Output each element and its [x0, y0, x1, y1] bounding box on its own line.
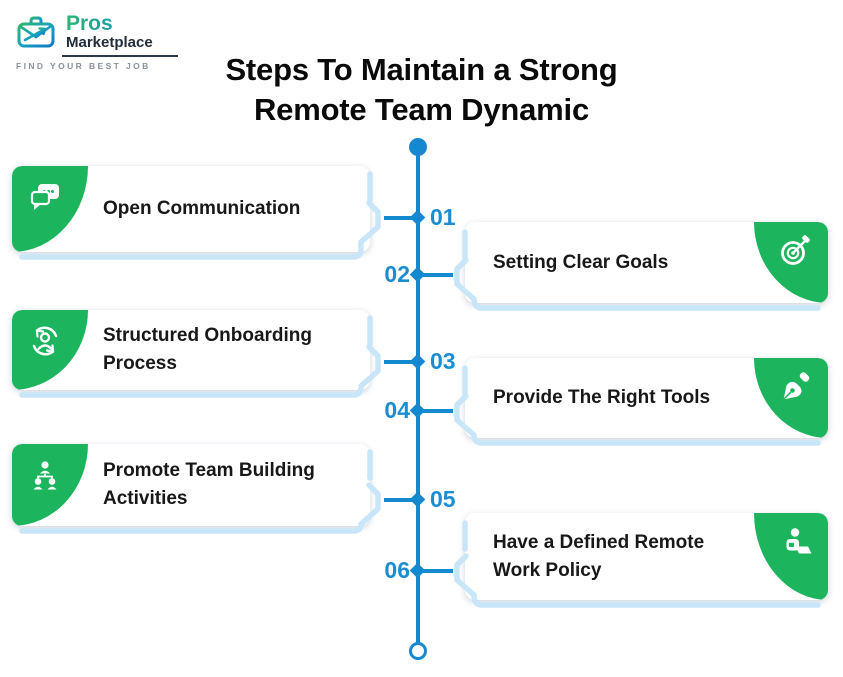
- timeline-line: [416, 147, 420, 647]
- timeline-node-diamond: [409, 491, 426, 508]
- step-connector: [384, 216, 417, 220]
- step-number: 05: [430, 486, 456, 512]
- step-card: Open Communication: [12, 166, 381, 260]
- brand-tagline: FIND YOUR BEST JOB: [16, 61, 151, 71]
- step-connector: [384, 498, 417, 502]
- briefcase-logo-icon: [17, 16, 55, 48]
- brand-name-top: Pros: [66, 13, 153, 35]
- page-title-line2: Remote Team Dynamic: [253, 92, 590, 127]
- step-card: Structured Onboarding Process: [12, 310, 381, 398]
- timeline-node-diamond: [409, 402, 426, 419]
- target-dart-icon: [781, 235, 810, 265]
- timeline-end-ring: [409, 642, 427, 660]
- step-number: 01: [430, 204, 456, 230]
- card-label: Open Communication: [103, 198, 301, 220]
- step-number: 06: [384, 557, 410, 583]
- step-number: 04: [384, 397, 410, 423]
- timeline-node-diamond: [409, 266, 426, 283]
- card-label: Setting Clear Goals: [493, 251, 669, 273]
- step-card: Have a Defined Remote Work Policy: [454, 513, 828, 608]
- step-card: Promote Team Building Activities: [12, 444, 381, 534]
- pen-nib-icon: [782, 372, 810, 401]
- user-sync-icon: [32, 326, 58, 356]
- timeline-node-diamond: [409, 353, 426, 370]
- logo-divider: [62, 55, 178, 57]
- brand-logo: Pros Marketplace FIND YOUR BEST JOB: [16, 12, 191, 71]
- card-label: Have a Defined Remote Work Policy: [493, 531, 705, 581]
- step-card: Provide The Right Tools: [454, 358, 828, 446]
- card-label: Promote Team Building Activities: [103, 460, 315, 509]
- remote-worker-icon: [786, 528, 812, 554]
- step-connector: [420, 569, 453, 573]
- team-hierarchy-icon: [33, 461, 57, 490]
- timeline-start-dot: [409, 138, 427, 156]
- page-title: Steps To Maintain a Strong Remote Team D…: [0, 50, 843, 130]
- step-connector: [420, 273, 453, 277]
- step-number: 02: [384, 261, 410, 287]
- step-connector: [384, 360, 417, 364]
- chat-bubbles-icon: [30, 184, 59, 210]
- card-label: Provide The Right Tools: [493, 387, 711, 409]
- step-connector: [420, 409, 453, 413]
- step-card: Setting Clear Goals: [454, 222, 828, 311]
- step-number: 03: [430, 348, 456, 374]
- timeline-node-diamond: [409, 562, 426, 579]
- page-title-line1: Steps To Maintain a Strong: [225, 52, 618, 87]
- brand-name-bottom: Marketplace: [66, 34, 153, 52]
- timeline-node-diamond: [409, 209, 426, 226]
- card-label: Structured Onboarding Process: [103, 325, 312, 374]
